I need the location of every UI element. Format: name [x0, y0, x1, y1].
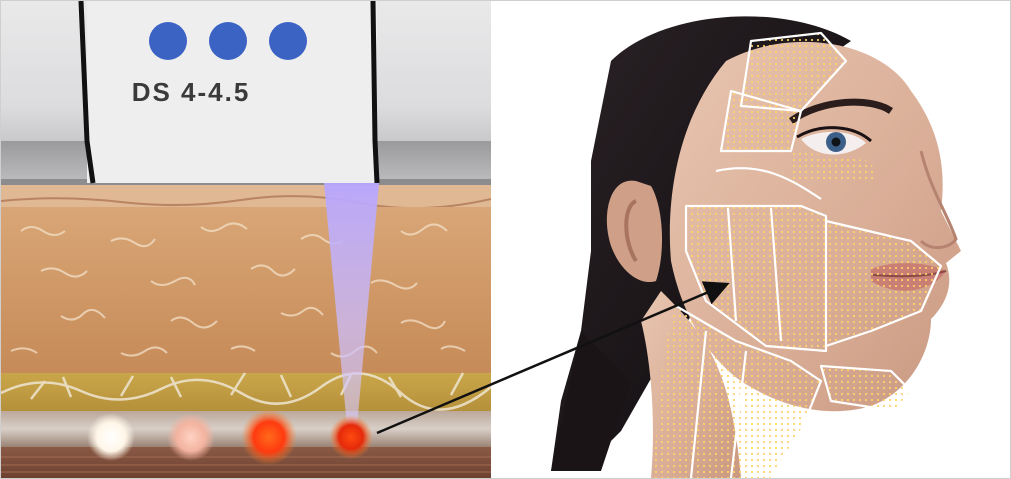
coagulation-point [241, 409, 297, 465]
indicator-dot [209, 22, 247, 60]
indicator-dot [149, 22, 187, 60]
transducer-label: DS 4-4.5 [1, 77, 381, 108]
indicator-dot [269, 22, 307, 60]
coagulation-point [329, 415, 373, 459]
coagulation-point [167, 413, 215, 461]
face-treatment-illustration [491, 1, 1010, 478]
coagulation-point [87, 413, 135, 461]
skin-cross-section-panel: DS 4-4.5 [1, 1, 491, 478]
face-treatment-panel [491, 1, 1010, 478]
skin-cross-section-illustration [1, 1, 491, 478]
